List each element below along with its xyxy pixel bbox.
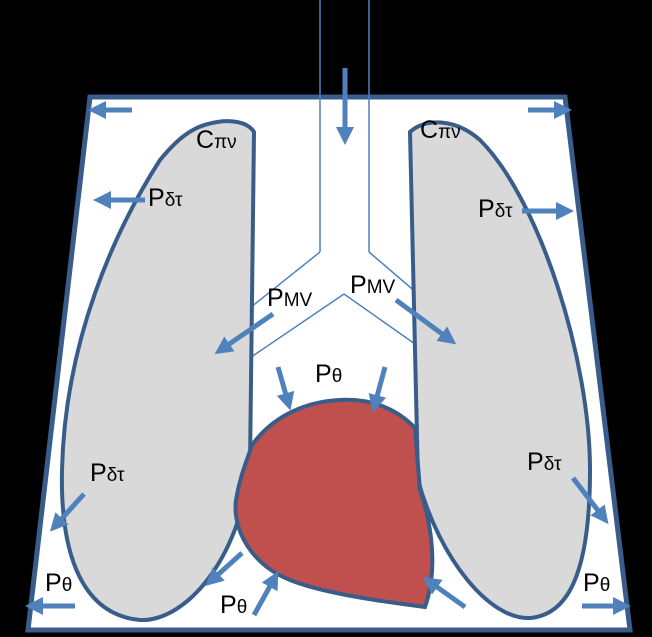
arrow-ptheta-heart-left-up — [251, 571, 279, 617]
label-pdt-lower-right: Pδτ — [527, 448, 562, 476]
arrow-ptheta-top-left — [275, 366, 295, 411]
label-ptheta-top: Pθ — [315, 360, 342, 388]
label-pdt-upper-left: Pδτ — [148, 184, 183, 212]
arrow-pdt-lower-right — [571, 476, 609, 525]
arrow-ptheta-heart-left-low — [205, 551, 244, 587]
label-ptheta-bottom-mid: Pθ — [220, 591, 247, 619]
arrow-ptheta-heart-right — [422, 576, 467, 610]
arrow-pmv-right — [394, 297, 457, 345]
label-pdt-upper-right: Pδτ — [478, 195, 513, 223]
arrow-pdt-lower-left — [49, 492, 86, 532]
label-cpv-left: Cπν — [196, 126, 237, 154]
label-ptheta-bottom-left: Pθ — [45, 569, 72, 597]
trachea — [319, 0, 370, 252]
arrow-ptheta-top-right — [368, 366, 388, 413]
label-pmv-left: PΜV — [267, 284, 313, 312]
heart — [233, 397, 435, 610]
pressure-arrows — [25, 68, 631, 617]
right-lung — [407, 120, 593, 621]
label-pdt-lower-left: Pδτ — [90, 459, 125, 487]
label-pmv-right: PΜV — [350, 271, 396, 299]
label-ptheta-bottom-right: Pθ — [583, 569, 610, 597]
arrow-pmv-left — [214, 311, 275, 355]
label-cpv-right: Cπν — [420, 116, 461, 144]
